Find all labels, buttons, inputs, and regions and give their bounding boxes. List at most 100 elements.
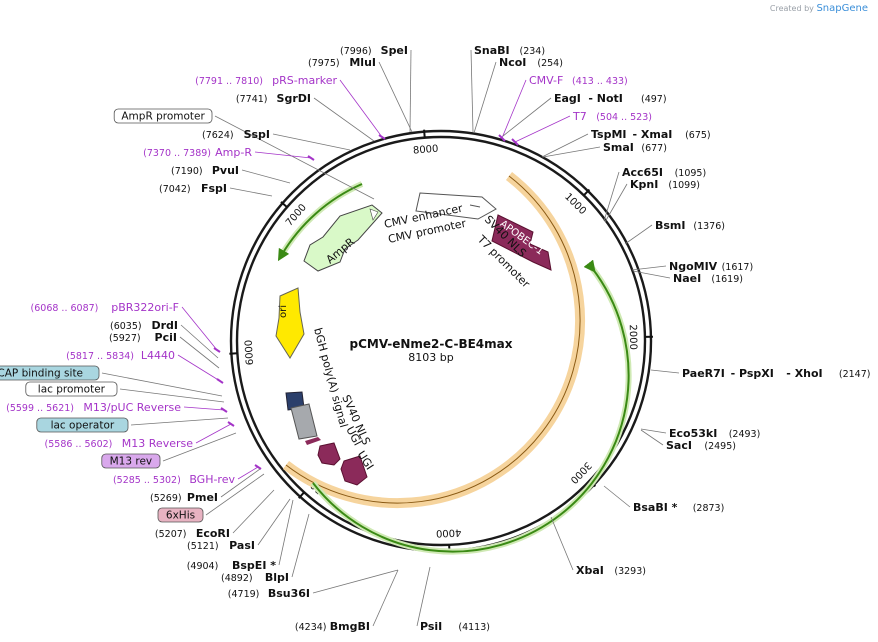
leader-line: [278, 499, 294, 566]
primer-mark: [227, 421, 235, 427]
site-name-left: PvuI: [212, 164, 239, 177]
tick-label: 2000: [627, 324, 639, 350]
leader-line: [550, 516, 574, 571]
feature-box-label: lac promoter: [38, 384, 106, 396]
tick-label: 8000: [413, 144, 439, 157]
leader-line: [640, 428, 667, 434]
site-pos-right: (1619): [711, 274, 743, 285]
site-name-left: MluI: [349, 56, 376, 69]
site-name-right: XbaI: [576, 564, 604, 577]
site-name-right: NgoMIV: [669, 260, 718, 273]
feature-box-label: M13 rev: [110, 456, 153, 468]
site-name3-right: - XhoI: [786, 367, 822, 380]
site-pos-left: (5817 .. 5834): [66, 351, 134, 362]
leader-line: [214, 115, 375, 200]
cmv-divider: [469, 204, 481, 208]
ori-feature: [275, 287, 305, 359]
site-pos-left: (7042): [159, 184, 191, 195]
site-pos-left: (7370 .. 7389): [143, 148, 211, 159]
site-pos-right: (254): [537, 58, 563, 69]
leader-line: [130, 417, 229, 426]
site-pos-right: (1617): [722, 262, 754, 273]
site-pos-right: (677): [641, 143, 667, 154]
site-pos-left: (7996): [340, 46, 372, 57]
feature-box: [36, 417, 129, 433]
site-pos-left: (5269): [150, 493, 182, 504]
leader-line: [473, 61, 497, 134]
site-name-left: Amp-R: [215, 146, 252, 159]
leader-line: [632, 270, 671, 279]
leader-line: [416, 566, 431, 627]
leader-line: [650, 369, 680, 374]
feature-box: [0, 365, 100, 381]
leader-line: [640, 429, 664, 446]
primer-mark: [307, 155, 315, 161]
leader-line: [119, 388, 225, 403]
site-name-left: BmgBI: [330, 620, 370, 633]
site-pos-left: (6068 .. 6087): [31, 303, 99, 314]
site-name-right: T7: [572, 110, 587, 123]
site-pos-right: (4113): [458, 622, 490, 633]
leader-line: [339, 79, 383, 138]
bgh-polya-feature: [290, 403, 318, 440]
site-name-right: CMV-F: [529, 74, 563, 87]
site-name-left: DrdI: [151, 319, 178, 332]
leader-line: [378, 61, 413, 133]
leader-line: [312, 569, 399, 594]
leader-line: [257, 498, 291, 546]
feature-box-label: AmpR promoter: [121, 111, 205, 123]
leader-line: [291, 513, 310, 578]
leader-line: [514, 115, 571, 143]
tick-label: 4000: [436, 526, 462, 538]
feature-box-label: lac operator: [51, 420, 115, 432]
site-name-left: pBR322ori-F: [111, 301, 179, 314]
backbone-inner: [235, 135, 647, 547]
feature-box: [25, 381, 118, 397]
site-name-left: BGH-rev: [189, 473, 235, 486]
site-name-right: Eco53kI: [669, 427, 717, 440]
site-name-left: L4440: [141, 349, 175, 362]
site-name-left: BlpI: [265, 571, 289, 584]
site-name-left: M13/pUC Reverse: [83, 401, 181, 414]
site-pos-right: (497): [641, 94, 667, 105]
site-name-right: KpnI: [630, 178, 658, 191]
leader-line: [205, 473, 265, 516]
site-pos-left: (6035): [110, 321, 142, 332]
site-name2-right: - PspXI: [731, 367, 774, 380]
site-pos-right: (504 .. 523): [596, 112, 652, 123]
leader-line: [631, 265, 667, 271]
leader-line: [470, 49, 474, 133]
leader-line: [372, 569, 399, 627]
site-pos-right: (2495): [704, 441, 736, 452]
site-pos-left: (7791 .. 7810): [195, 76, 263, 87]
feature-box-label: CAP binding site: [0, 368, 83, 380]
leader-line: [241, 169, 291, 184]
primer-mark: [220, 407, 228, 413]
site-pos-left: (5207): [155, 529, 187, 540]
site-name-left: BspEI *: [232, 559, 276, 572]
ugi-arrow-2: [340, 455, 368, 486]
site-pos-right: (234): [520, 46, 546, 57]
feature-box: [101, 453, 161, 469]
leader-line: [229, 187, 273, 197]
site-name2-right: - XmaI: [633, 128, 673, 141]
ori-label: ori: [278, 305, 289, 318]
site-name-left: PasI: [229, 539, 255, 552]
apobec-feature: [491, 214, 552, 271]
credit-prefix: Created by: [769, 4, 814, 13]
site-pos-right: (1376): [693, 221, 725, 232]
primer-mark: [498, 134, 506, 142]
site-name-right: Acc65I: [622, 166, 663, 179]
tick-mark: [298, 491, 305, 499]
site-name-left: EcoRI: [196, 527, 230, 540]
snapgene-brand: SnapGene: [816, 3, 868, 14]
site-pos-right: (413 .. 433): [572, 76, 628, 87]
primer-mark: [254, 464, 262, 470]
leader-line: [237, 466, 259, 480]
site-name-left: Bsu36I: [268, 587, 310, 600]
ampr-feature: [303, 204, 383, 272]
site-pos-left: (4719): [228, 589, 260, 600]
leader-line: [183, 406, 225, 411]
leader-line: [101, 372, 223, 397]
leader-lines: [101, 49, 680, 627]
